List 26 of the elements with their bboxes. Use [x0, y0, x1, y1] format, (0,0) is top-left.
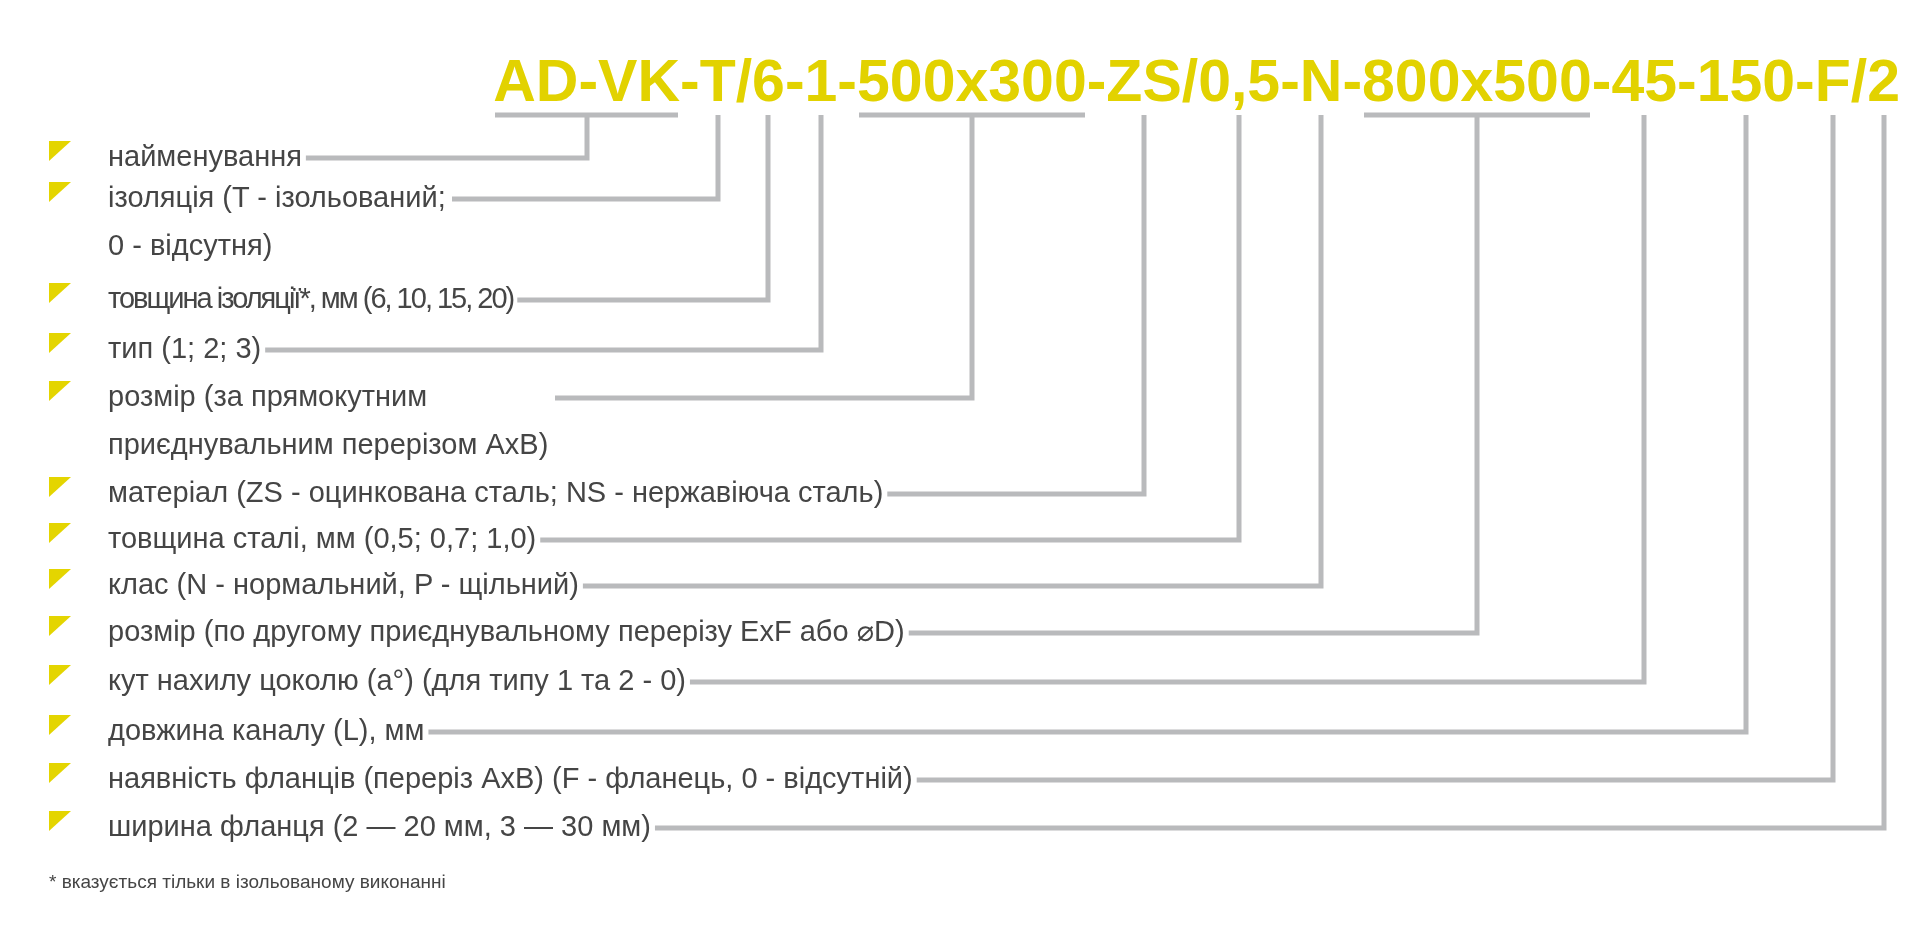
leader-line	[540, 115, 1242, 543]
leader-line	[582, 115, 1324, 589]
description-text: ширина фланця (2 — 20 мм, 3 — 30 мм)	[108, 802, 651, 850]
description-text: тип (1; 2; 3)	[108, 324, 262, 372]
description-text: довжина каналу (L), мм	[108, 706, 425, 754]
leader-line	[689, 115, 1647, 685]
leader-line	[916, 115, 1836, 783]
leader-line	[906, 112, 1593, 636]
description-text: матеріал (ZS - оцинкована сталь; NS - нержавіюча сталь)	[108, 468, 884, 516]
description-text: товщина ізоляції*, мм (6, 10, 15, 20)	[108, 274, 514, 322]
description-text: наявність фланців (переріз AxB) (F - фланець, 0 - відсутній)	[108, 754, 913, 802]
description-text: розмір (по другому приєднувальному перерізу ExF або ⌀D)	[108, 607, 905, 655]
leader-line	[887, 115, 1147, 497]
description-text: кут нахилу цоколю (a°) (для типу 1 та 2 - 0)	[108, 656, 686, 704]
leader-line	[303, 112, 681, 161]
description-text: товщина сталі, мм (0,5; 0,7; 1,0)	[108, 514, 537, 562]
leader-line	[428, 115, 1749, 735]
product-code-title: AD-VK-T/6-1-500x300-ZS/0,5-N-800x500-45-150-F/2	[493, 52, 1900, 111]
description-text: клас (N - нормальний, P - щільний)	[108, 560, 579, 608]
leader-line	[517, 115, 771, 303]
footnote-text: * вказується тільки в ізольованому виконанні	[49, 870, 446, 894]
leader-line	[654, 115, 1887, 831]
leader-line	[552, 112, 1088, 401]
leader-line	[265, 115, 824, 353]
description-text: розмір (за прямокутним приєднувальним перерізом AxB)	[108, 372, 551, 468]
leader-line	[452, 115, 721, 202]
